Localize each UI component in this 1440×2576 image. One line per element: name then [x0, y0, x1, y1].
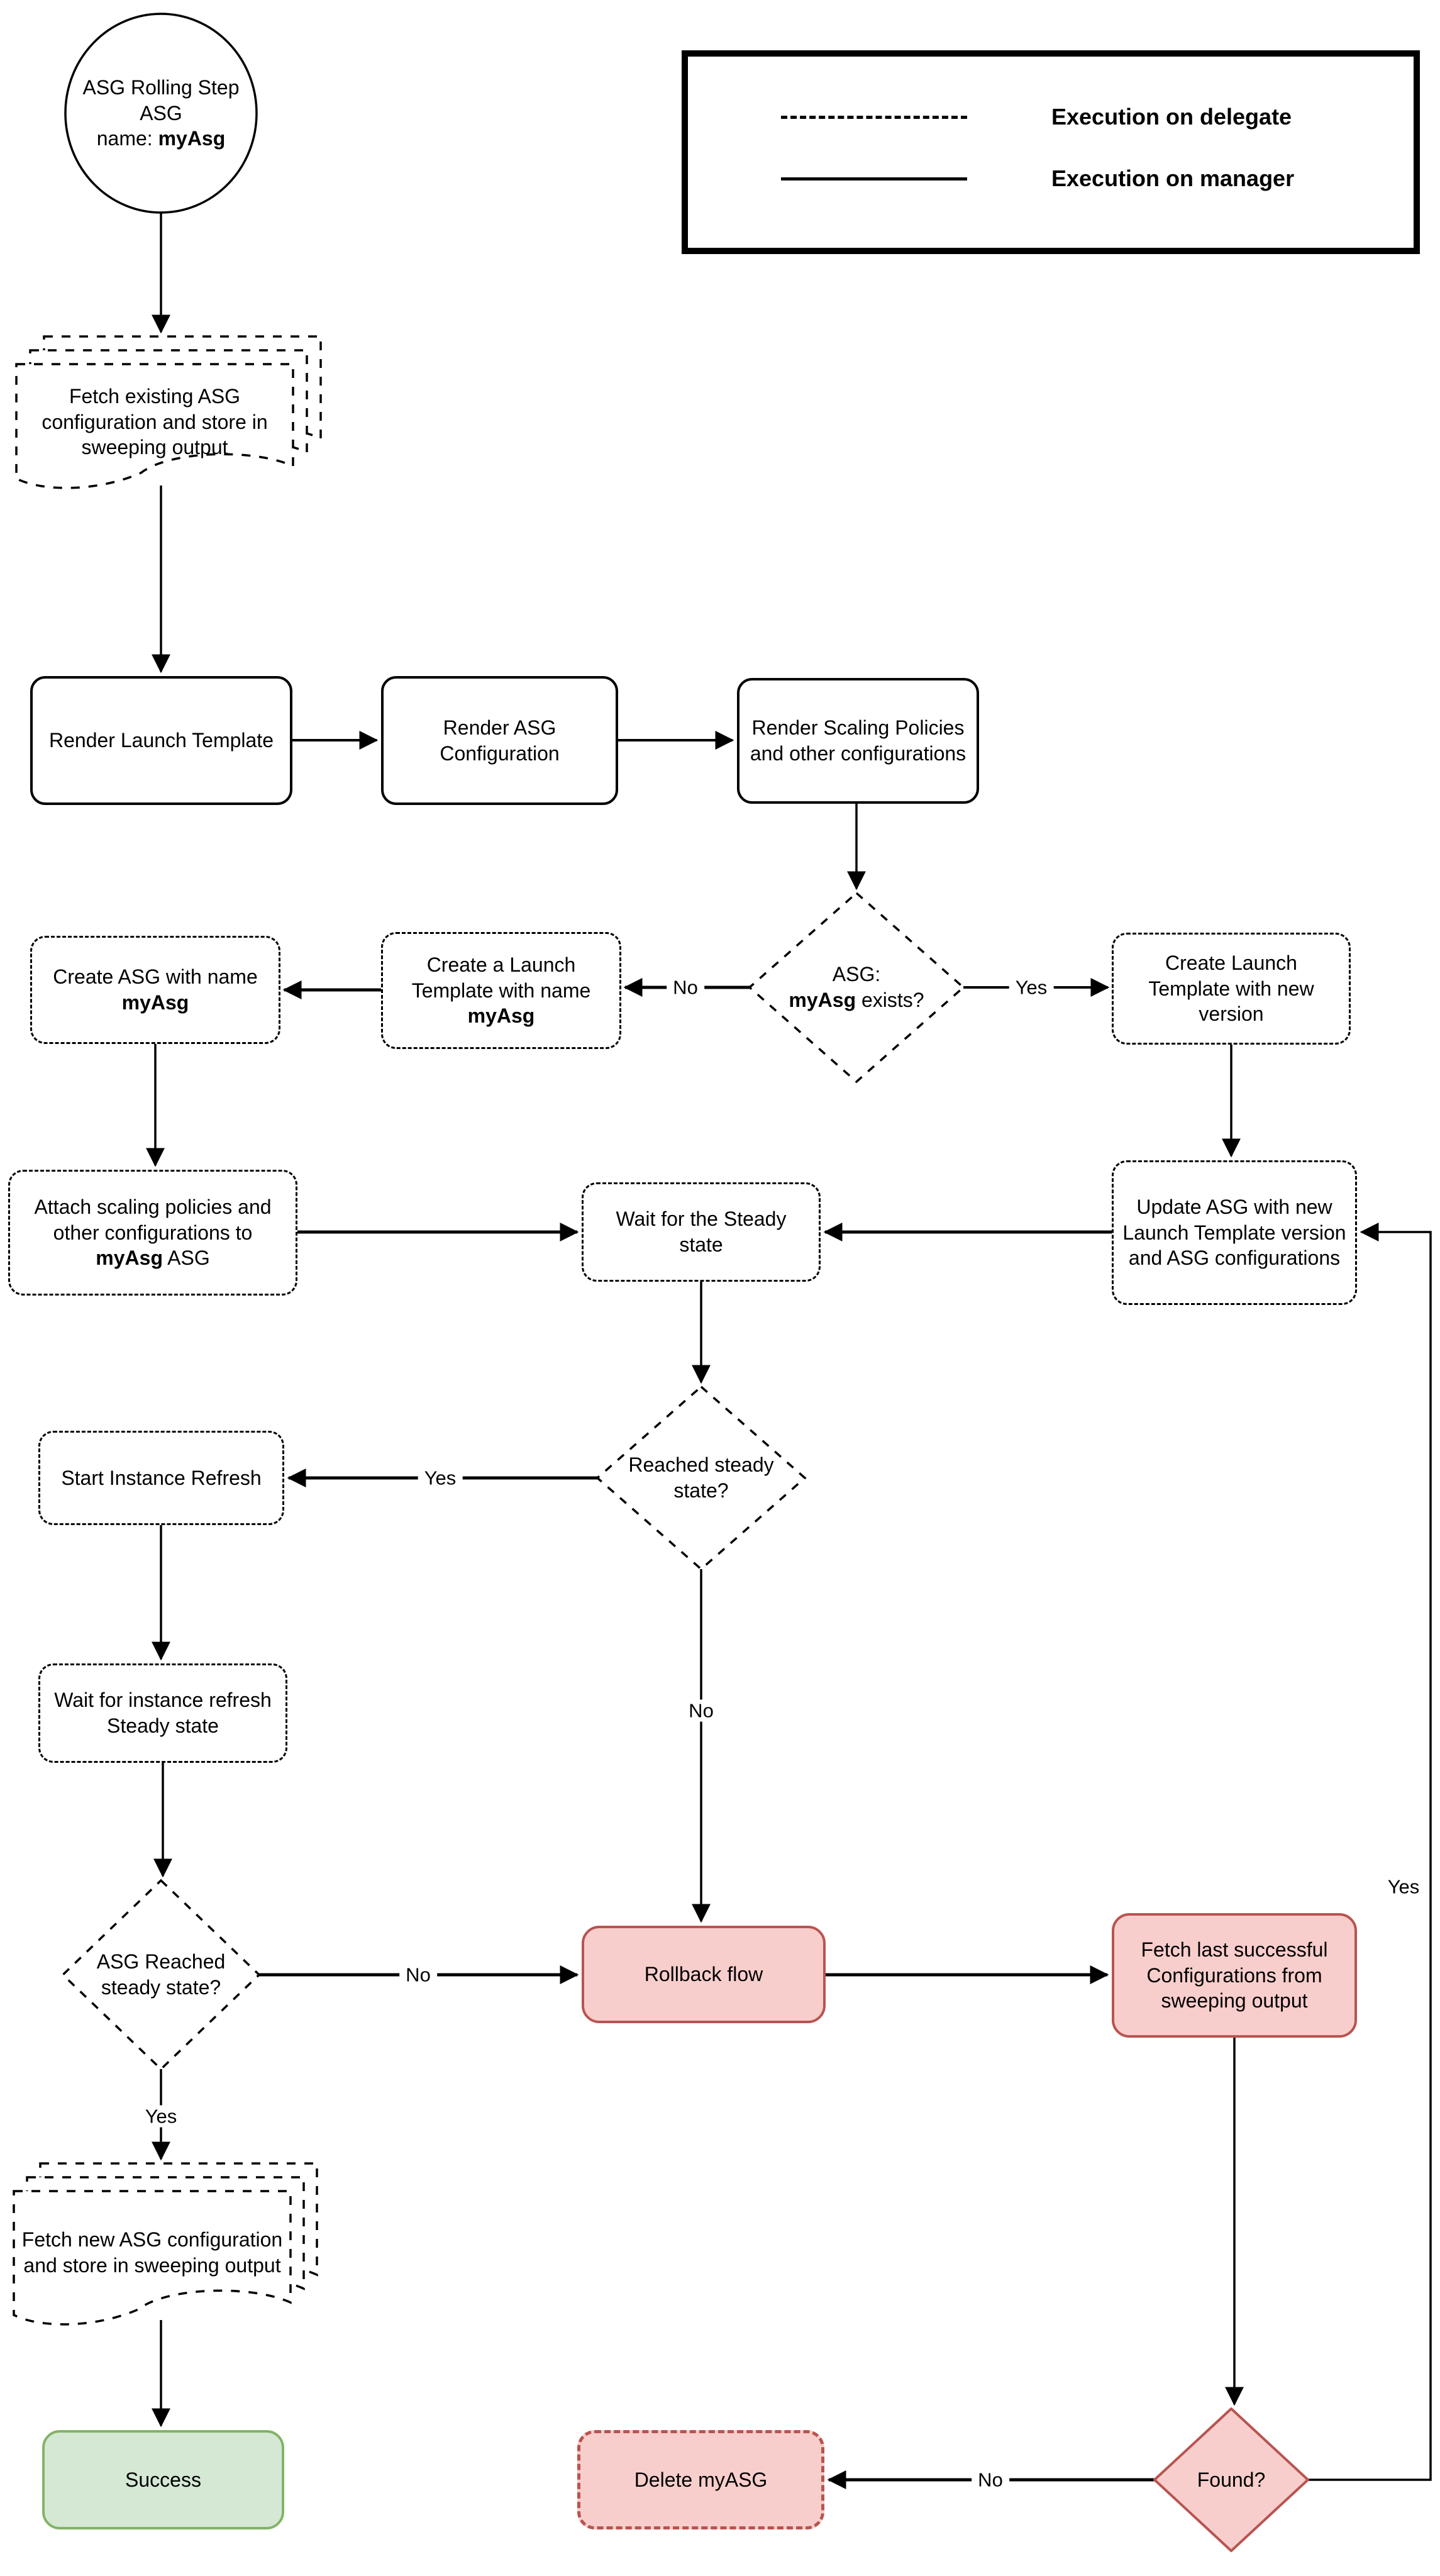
start-instance-refresh-label: Start Instance Refresh [61, 1466, 262, 1489]
create-asg-prefix: Create ASG with name [53, 965, 263, 989]
wait-steady-label: Wait for the Steady state [616, 1208, 787, 1256]
render-launch-template-label: Render Launch Template [49, 729, 274, 752]
node-render-scaling-policies: Render Scaling Policies and other config… [737, 678, 979, 804]
edge-label-asg-reached-yes: Yes [138, 2105, 184, 2128]
node-rollback: Rollback flow [582, 1926, 826, 2023]
dashed-line-sample [781, 115, 967, 119]
create-asg-label: Create ASG with name myAsg [41, 964, 270, 1015]
fetch-new-doc-front [13, 2190, 292, 2326]
attach-scaling-prefix: Attach scaling policies and other config… [34, 1196, 277, 1244]
legend-manager-label: Execution on manager [1051, 165, 1295, 191]
node-success: Success [42, 2430, 284, 2529]
create-launch-template-label: Create a Launch Template with name myAsg [392, 952, 611, 1029]
edge-found-yes-to-update [1308, 1223, 1432, 2481]
create-launch-template-new-label: Create Launch Template with new version [1148, 952, 1314, 1026]
node-wait-instance-refresh: Wait for instance refresh Steady state [38, 1663, 287, 1763]
node-start-instance-refresh: Start Instance Refresh [38, 1431, 284, 1525]
delete-asg-label: Delete myASG [634, 2468, 768, 2491]
attach-scaling-bold: myAsg [96, 1246, 163, 1270]
solid-line-sample [781, 177, 967, 180]
legend-row-delegate: Execution on delegate [781, 103, 1292, 131]
edge-label-asg-reached-no: No [399, 1963, 437, 1986]
node-fetch-last: Fetch last successful Configurations fro… [1112, 1913, 1357, 2038]
success-label: Success [125, 2468, 201, 2491]
update-asg-label: Update ASG with new Launch Template vers… [1122, 1196, 1346, 1270]
found-diamond [1153, 2407, 1309, 2552]
edge-label-exists-no: No [667, 976, 704, 999]
edge-label-found-yes: Yes [1381, 1875, 1426, 1898]
asg-reached-steady-diamond [61, 1879, 261, 2071]
attach-scaling-label: Attach scaling policies and other config… [19, 1194, 287, 1271]
start-circle [64, 13, 258, 214]
fetch-last-label: Fetch last successful Configurations fro… [1141, 1938, 1328, 2012]
attach-scaling-suffix: ASG [163, 1246, 210, 1270]
legend-delegate-label: Execution on delegate [1051, 104, 1292, 130]
document-shapes [13, 335, 322, 2326]
edges [146, 213, 1432, 2489]
node-update-asg: Update ASG with new Launch Template vers… [1112, 1160, 1357, 1305]
node-create-launch-template: Create a Launch Template with name myAsg [381, 932, 621, 1049]
legend-row-manager: Execution on manager [781, 165, 1294, 192]
node-render-launch-template: Render Launch Template [30, 676, 292, 805]
node-render-asg-configuration: Render ASG Configuration [381, 676, 618, 805]
asg-exists-diamond [748, 891, 965, 1084]
rollback-label: Rollback flow [644, 1963, 763, 1986]
create-asg-bold: myAsg [121, 991, 189, 1014]
node-create-launch-template-new: Create Launch Template with new version [1112, 933, 1351, 1045]
node-wait-steady: Wait for the Steady state [582, 1182, 821, 1282]
create-launch-template-prefix: Create a Launch Template with name [411, 953, 597, 1002]
node-attach-scaling: Attach scaling policies and other config… [8, 1170, 297, 1296]
edge-label-reached-no: No [682, 1699, 720, 1722]
reached-steady-diamond [595, 1385, 807, 1571]
render-scaling-policies-label: Render Scaling Policies and other config… [750, 716, 966, 765]
fetch-existing-doc-front [15, 363, 294, 489]
create-launch-template-bold: myAsg [467, 1004, 535, 1028]
render-asg-configuration-label: Render ASG Configuration [440, 716, 560, 765]
edge-label-reached-yes: Yes [418, 1467, 463, 1489]
wait-instance-refresh-label: Wait for instance refresh Steady state [54, 1689, 272, 1737]
node-delete-asg: Delete myASG [577, 2430, 824, 2529]
legend-box: Execution on delegate Execution on manag… [682, 50, 1420, 254]
edge-label-found-no: No [972, 2468, 1009, 2491]
node-create-asg: Create ASG with name myAsg [30, 936, 280, 1044]
edge-label-exists-yes: Yes [1009, 976, 1054, 999]
